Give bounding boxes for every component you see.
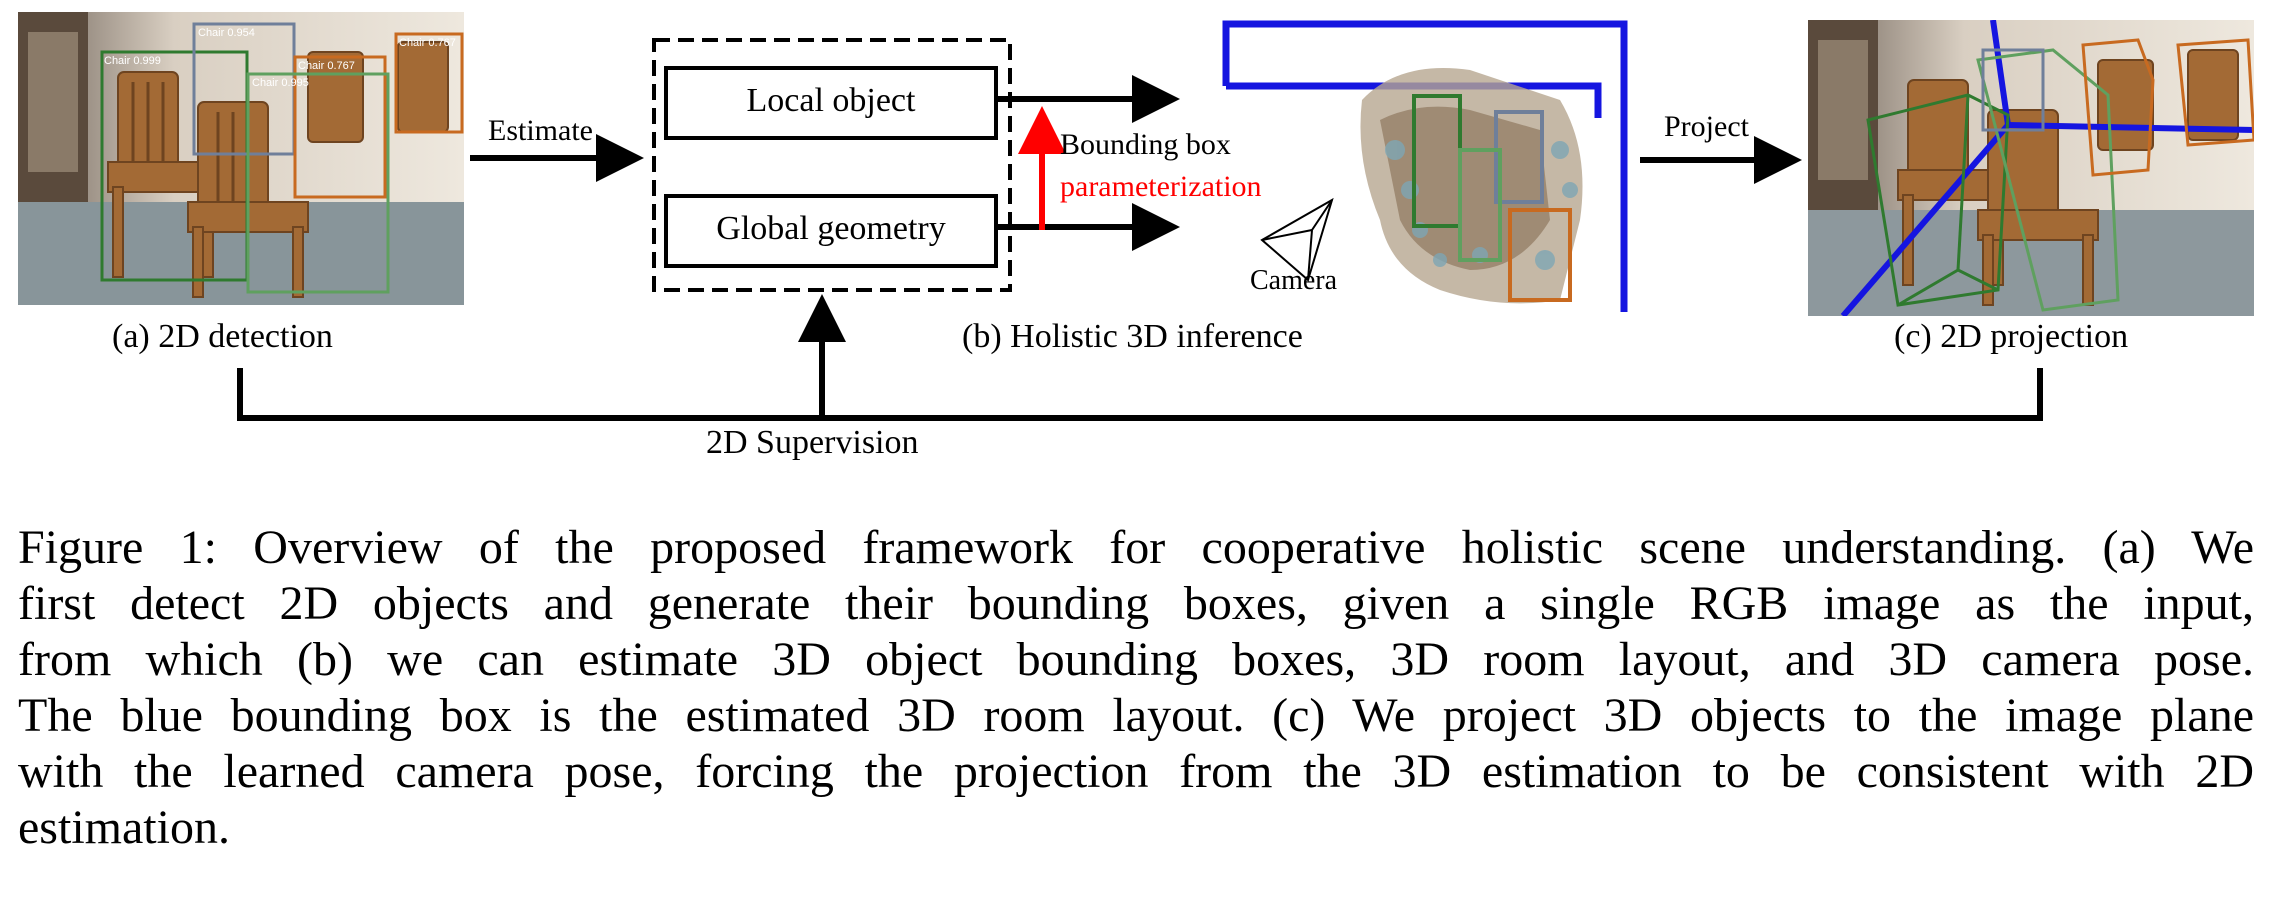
caption-a: (a) 2D detection (112, 318, 333, 355)
caption-line: from which (b) we can estimate 3D object… (18, 633, 2254, 686)
detection-image: Chair 0.999 Chair 0.954 Chair 0.767 Chai… (18, 12, 464, 305)
local-object-box (664, 66, 998, 140)
caption-line: Figure 1: Overview of the proposed frame… (18, 521, 2254, 574)
bbox-param-label-red: parameterization (1060, 170, 1262, 203)
bbox-param-label: Bounding box (1060, 128, 1231, 161)
global-geometry-label: Global geometry (716, 210, 946, 247)
camera-icon (1260, 197, 1334, 282)
caption-line: first detect 2D objects and generate the… (18, 577, 2254, 630)
detection-label: Chair 0.767 (298, 60, 355, 72)
estimate-label: Estimate (488, 114, 593, 147)
detection-label: Chair 0.767 (399, 37, 456, 49)
project-label: Project (1664, 110, 1749, 143)
figure-caption: Figure 1: Overview of the proposed frame… (18, 520, 2254, 856)
camera-label: Camera (1250, 265, 1338, 296)
global-geometry-box (664, 194, 998, 268)
detection-label: Chair 0.999 (104, 55, 161, 67)
supervision-label: 2D Supervision (706, 424, 919, 461)
projection-image (1808, 20, 2254, 316)
detection-label: Chair 0.995 (252, 77, 309, 89)
caption-line: with the learned camera pose, forcing th… (18, 745, 2254, 798)
room-layout-lines (1222, 20, 1628, 312)
inference-module-box (652, 38, 1012, 292)
caption-line: estimation. (18, 801, 230, 854)
framework-figure: Chair 0.999 Chair 0.954 Chair 0.767 Chai… (18, 12, 2254, 461)
pipeline-diagram (237, 20, 2043, 421)
caption-line: The blue bounding box is the estimated 3… (18, 689, 2254, 742)
local-object-label: Local object (746, 82, 916, 119)
detection-label: Chair 0.954 (198, 27, 255, 39)
caption-b: (b) Holistic 3D inference (962, 318, 1303, 355)
supervision-bracket (237, 368, 2043, 421)
point-cloud (1360, 68, 1583, 304)
caption-c: (c) 2D projection (1894, 318, 2129, 355)
